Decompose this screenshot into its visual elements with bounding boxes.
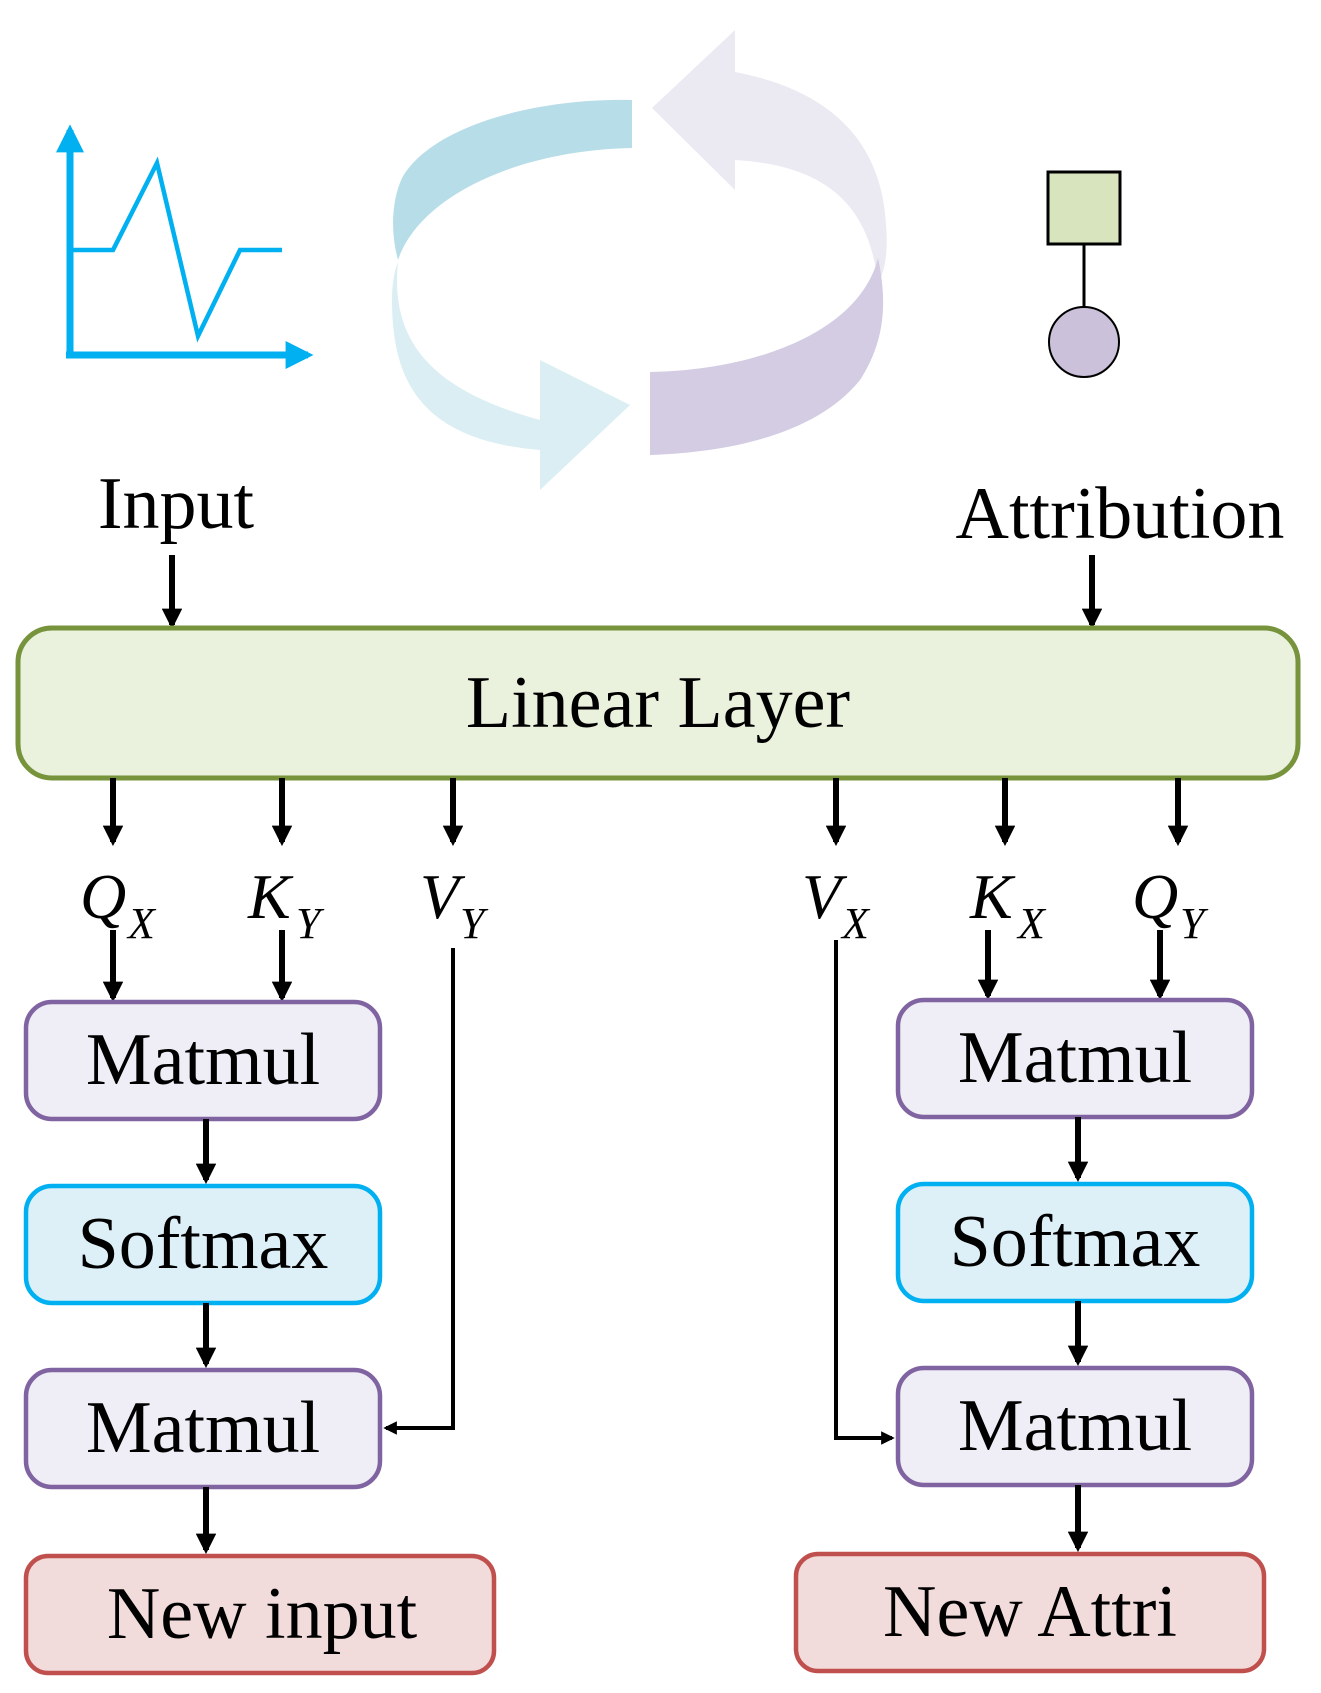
svg-text:Y: Y bbox=[296, 899, 325, 948]
attribution-label: Attribution bbox=[956, 473, 1285, 555]
input-label: Input bbox=[98, 463, 255, 545]
right-softmax-label: Softmax bbox=[950, 1201, 1201, 1283]
right-matmul1-label: Matmul bbox=[958, 1017, 1192, 1099]
v-y-path-arrow bbox=[383, 948, 455, 1435]
svg-text:X: X bbox=[1016, 899, 1047, 948]
svg-text:Q: Q bbox=[1132, 861, 1178, 932]
var-v-x: V X bbox=[802, 861, 871, 948]
svg-text:V: V bbox=[420, 861, 466, 932]
svg-text:X: X bbox=[840, 899, 871, 948]
linear-output-arrows bbox=[102, 778, 1189, 847]
svg-text:K: K bbox=[969, 861, 1016, 932]
var-q-y: Q Y bbox=[1132, 861, 1209, 948]
var-k-x: K X bbox=[969, 861, 1047, 948]
svg-text:Q: Q bbox=[80, 861, 126, 932]
svg-text:Y: Y bbox=[460, 899, 489, 948]
right-matmul2-label: Matmul bbox=[958, 1385, 1192, 1467]
new-attri-box bbox=[793, 1551, 1267, 1674]
left-softmax-label: Softmax bbox=[78, 1203, 329, 1285]
v-x-path-arrow bbox=[834, 940, 895, 1445]
left-matmul1-label: Matmul bbox=[86, 1019, 320, 1101]
svg-text:V: V bbox=[802, 861, 848, 932]
variable-to-matmul-arrows bbox=[102, 930, 1171, 1003]
new-attri-label: New Attri bbox=[883, 1571, 1177, 1653]
var-q-x: Q X bbox=[80, 861, 157, 948]
new-input-label: New input bbox=[107, 1573, 418, 1655]
cycle-arrows-icon bbox=[392, 30, 887, 490]
linear-layer-label: Linear Layer bbox=[466, 662, 850, 744]
line-chart-icon bbox=[56, 124, 314, 369]
graph-node-icon bbox=[1046, 170, 1122, 378]
linear-layer-box bbox=[15, 625, 1301, 781]
var-v-y: V Y bbox=[420, 861, 489, 948]
svg-text:X: X bbox=[126, 899, 157, 948]
svg-text:K: K bbox=[247, 861, 294, 932]
var-k-y: K Y bbox=[247, 861, 325, 948]
new-input-box bbox=[23, 1553, 497, 1676]
svg-text:Y: Y bbox=[1180, 899, 1209, 948]
left-matmul2-label: Matmul bbox=[86, 1387, 320, 1469]
